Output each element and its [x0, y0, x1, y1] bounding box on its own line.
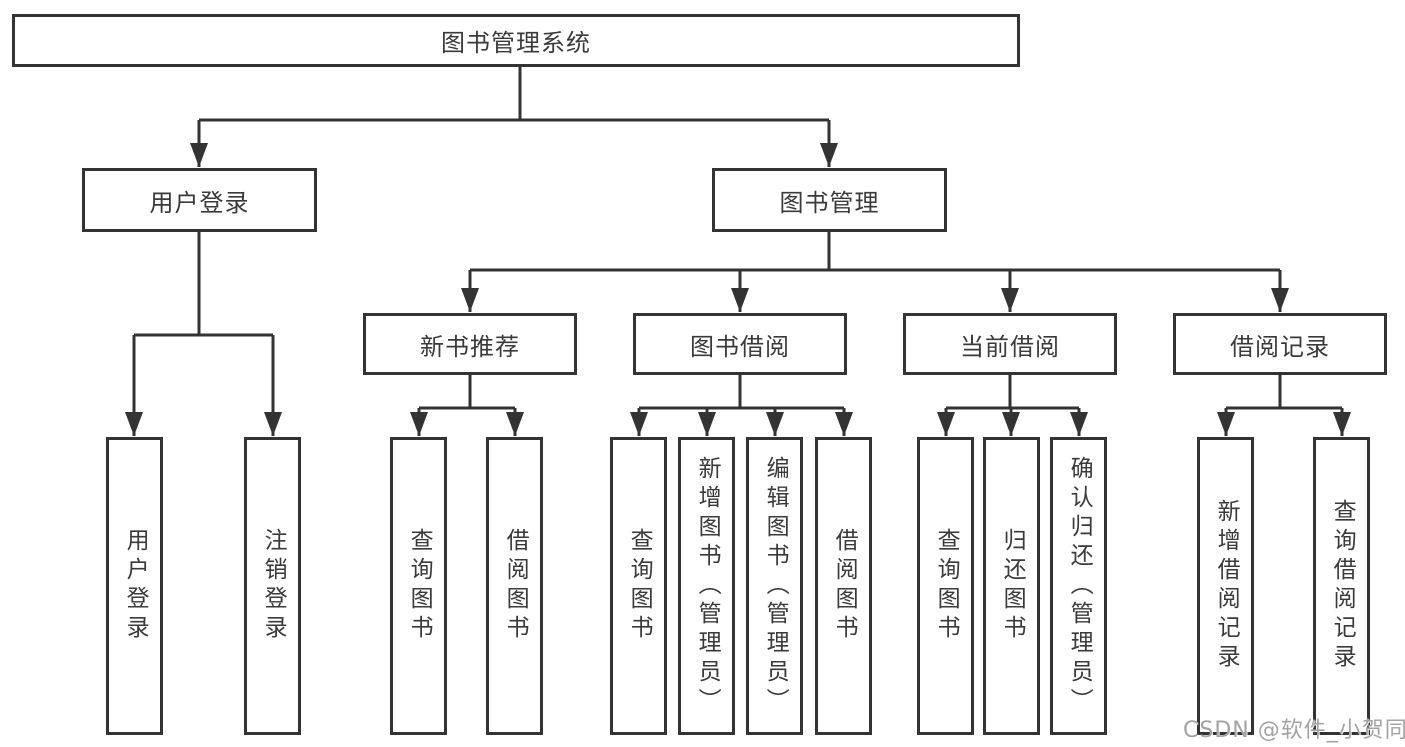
leaf-logout-label: 注销登录	[260, 528, 287, 644]
leaf-br-add-record-label: 新增借阅记录	[1213, 499, 1240, 673]
node-book-borrowing-label: 图书借阅	[690, 332, 790, 361]
node-book-management: 图书管理	[712, 168, 947, 232]
leaf-user-login: 用户登录	[106, 437, 163, 735]
leaf-bb-borrow-books-label: 借阅图书	[831, 528, 858, 644]
leaf-cb-query-books: 查询图书	[917, 437, 974, 735]
node-book-management-label: 图书管理	[779, 188, 880, 217]
node-new-book-recommend-label: 新书推荐	[420, 332, 520, 361]
node-new-book-recommend: 新书推荐	[363, 313, 577, 375]
leaf-bb-edit-books-admin: 编辑图书（管理员）	[746, 437, 803, 735]
leaf-cb-confirm-return-admin: 确认归还（管理员）	[1050, 437, 1107, 735]
leaf-bb-query-books: 查询图书	[610, 437, 667, 735]
csdn-watermark: CSDN @软件_小贺同学	[1183, 718, 1405, 743]
node-borrowing-records-label: 借阅记录	[1230, 332, 1330, 361]
node-current-borrowing: 当前借阅	[903, 313, 1117, 375]
leaf-br-query-record-label: 查询借阅记录	[1329, 499, 1356, 673]
leaf-br-add-record: 新增借阅记录	[1197, 437, 1254, 735]
leaf-nb-borrow-books: 借阅图书	[486, 437, 543, 735]
leaf-logout: 注销登录	[244, 437, 301, 735]
node-current-borrowing-label: 当前借阅	[960, 332, 1060, 361]
node-borrowing-records: 借阅记录	[1173, 313, 1387, 375]
node-user-login-label: 用户登录	[149, 188, 250, 217]
leaf-bb-edit-books-admin-label: 编辑图书（管理员）	[762, 455, 789, 717]
leaf-bb-query-books-label: 查询图书	[626, 528, 653, 644]
leaf-user-login-label: 用户登录	[122, 528, 149, 644]
leaf-br-query-record: 查询借阅记录	[1313, 437, 1370, 735]
leaf-cb-return-books-label: 归还图书	[999, 528, 1026, 644]
leaf-bb-add-books-admin: 新增图书（管理员）	[678, 437, 735, 735]
leaf-cb-confirm-return-admin-label: 确认归还（管理员）	[1066, 455, 1093, 717]
leaf-bb-borrow-books: 借阅图书	[815, 437, 872, 735]
leaf-cb-query-books-label: 查询图书	[933, 528, 960, 644]
leaf-bb-add-books-admin-label: 新增图书（管理员）	[694, 455, 721, 717]
leaf-nb-borrow-books-label: 借阅图书	[502, 528, 529, 644]
leaf-nb-query-books-label: 查询图书	[406, 528, 433, 644]
node-root-label: 图书管理系统	[441, 29, 591, 57]
leaf-cb-return-books: 归还图书	[983, 437, 1040, 735]
node-root-system: 图书管理系统	[12, 14, 1020, 67]
leaf-nb-query-books: 查询图书	[390, 437, 447, 735]
node-book-borrowing: 图书借阅	[633, 313, 847, 375]
node-user-login: 用户登录	[82, 168, 317, 232]
